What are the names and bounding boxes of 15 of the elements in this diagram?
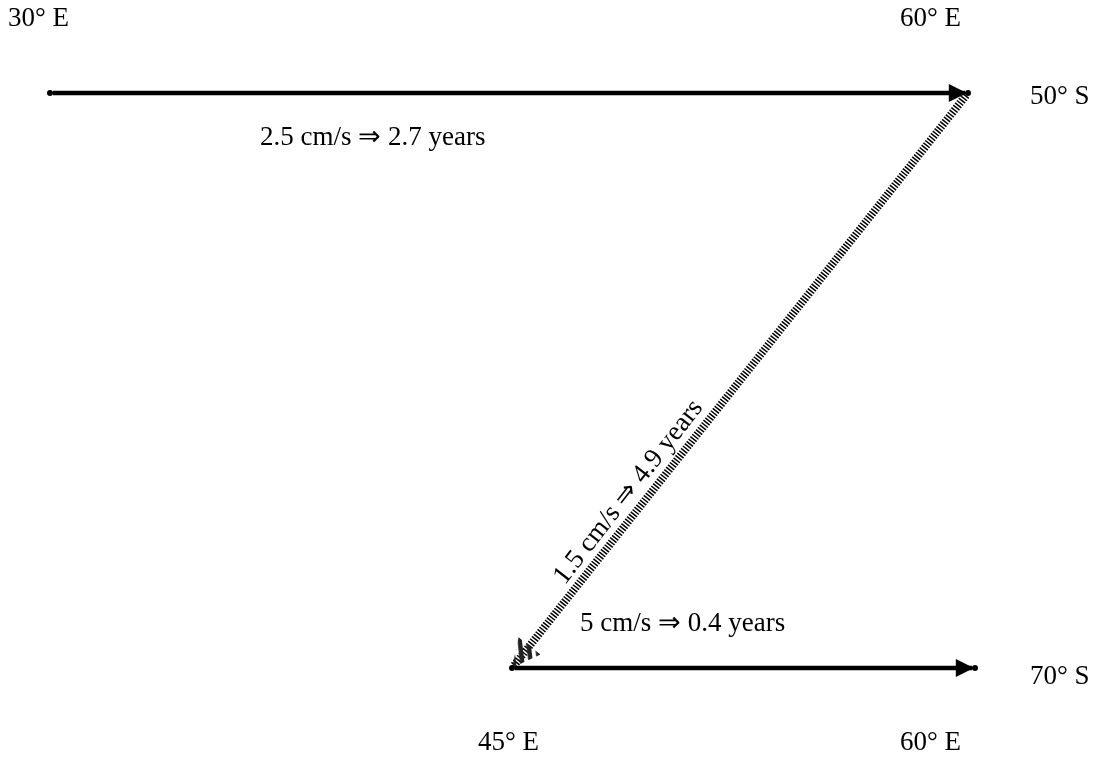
point-marker [509, 665, 515, 671]
point-marker [972, 665, 978, 671]
coordinate-label: 50° S [1030, 80, 1090, 111]
coordinate-label: 60° E [900, 2, 962, 33]
edge-label: 2.5 cm/s ⇒ 2.7 years [260, 120, 486, 152]
arrow [53, 84, 967, 102]
arrow [510, 92, 970, 669]
arrow [515, 659, 974, 677]
point-marker [47, 90, 53, 96]
point-marker [965, 90, 971, 96]
coordinate-label: 30° E [8, 2, 70, 33]
coordinate-label: 70° S [1030, 660, 1090, 691]
coordinate-label: 60° E [900, 726, 962, 757]
edge-label: 5 cm/s ⇒ 0.4 years [580, 606, 786, 638]
coordinate-label: 45° E [478, 726, 540, 757]
